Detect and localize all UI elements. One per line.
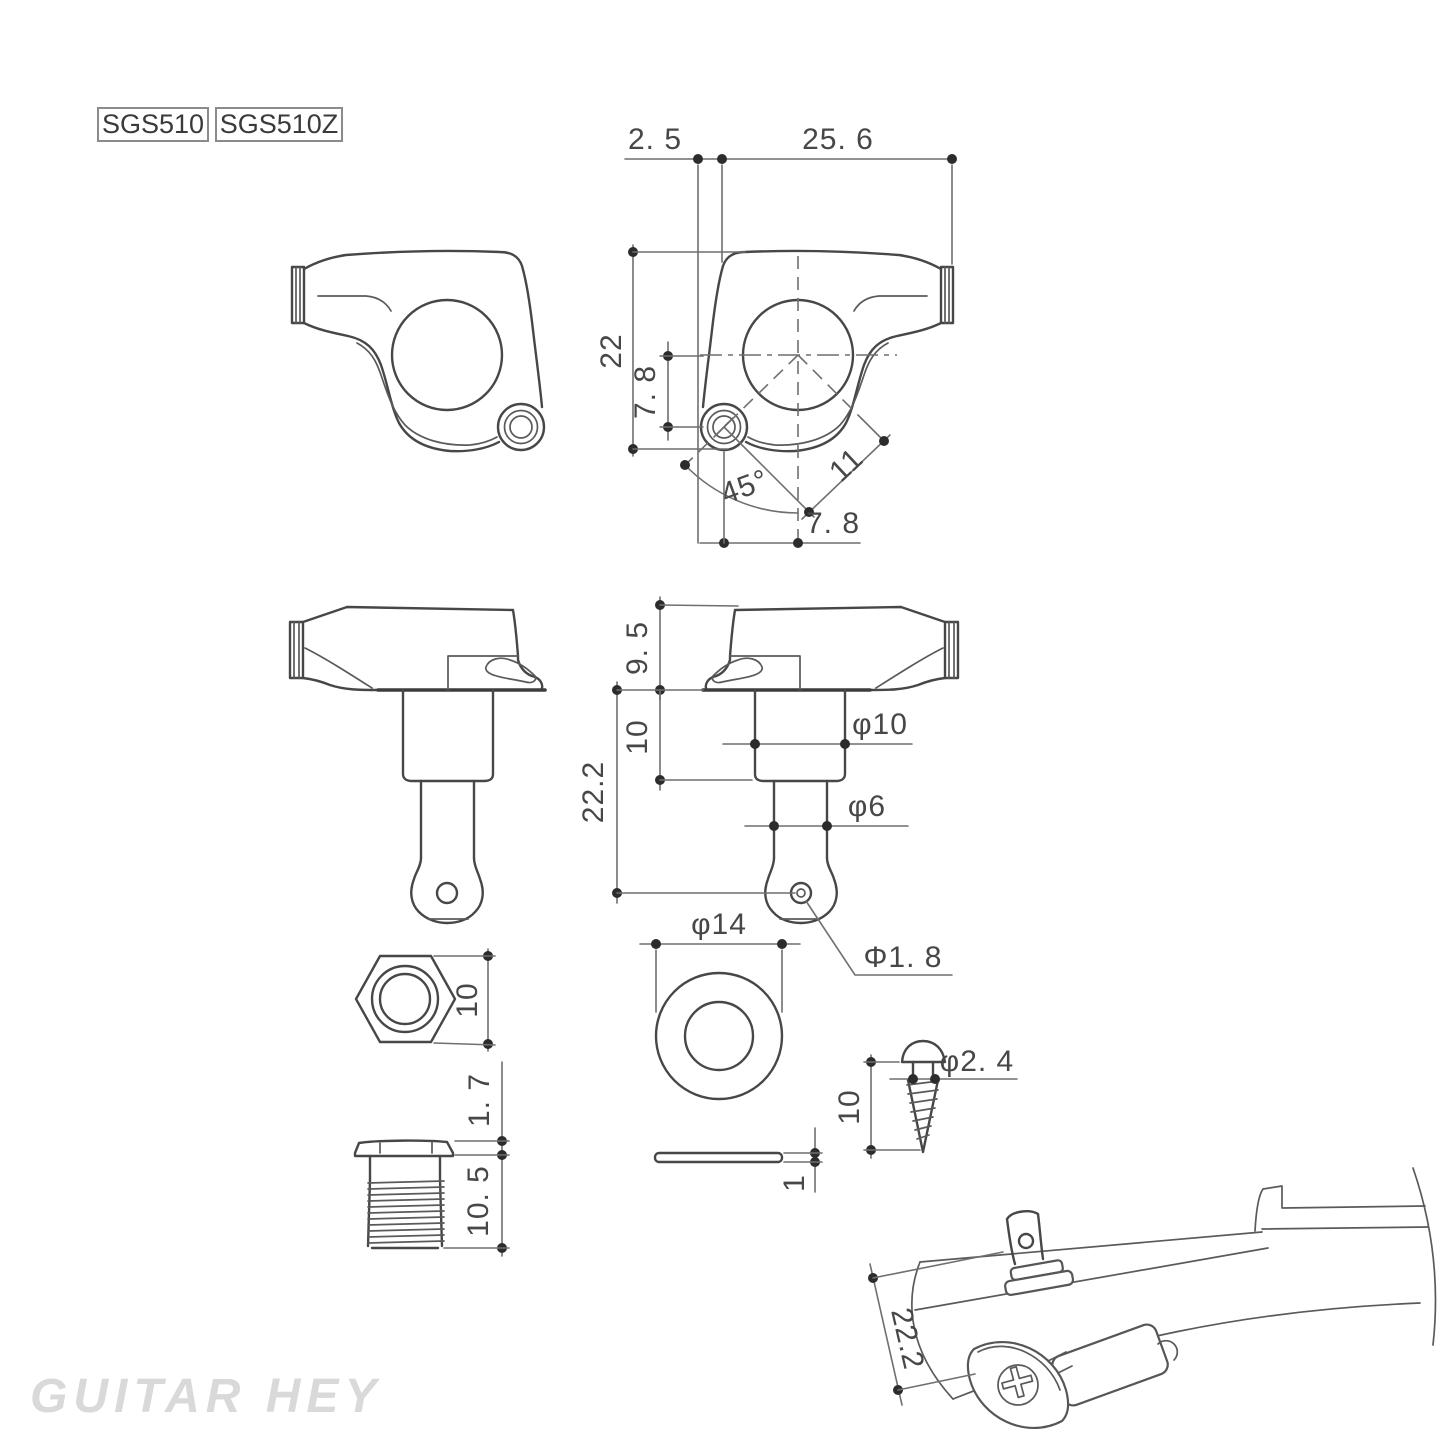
screw-view: 10 φ2. 4 xyxy=(833,1039,1018,1159)
dim-side-hole-v: 7. 8 xyxy=(629,365,662,419)
dim-screw-length: 10 xyxy=(833,1089,866,1124)
dim-front-collar: 10 xyxy=(621,719,654,754)
dim-front-cap: 9. 5 xyxy=(621,621,654,675)
dim-front-overall: 22.2 xyxy=(577,761,610,823)
tuning-button xyxy=(966,1340,1070,1430)
installed-view: 22.2 xyxy=(868,1167,1437,1430)
front-view-dimensions: 9. 5 10 22.2 φ10 φ6 Φ1. 8 xyxy=(577,596,953,976)
dim-side-hole-h: 7. 8 xyxy=(806,507,860,540)
dim-side-height: 22 xyxy=(595,333,628,368)
washer-top-view: φ14 xyxy=(639,908,801,1101)
hex-nut-view: 10 xyxy=(354,948,496,1052)
dim-side-width: 25. 6 xyxy=(802,123,874,156)
model-badges: SGS510 SGS510Z xyxy=(97,107,343,142)
dim-bushing-flange: 1. 7 xyxy=(463,1073,496,1127)
dim-front-hole-dia: Φ1. 8 xyxy=(864,941,943,974)
bushing-threads xyxy=(367,1180,445,1244)
dim-side-diagonal: 11 xyxy=(823,442,870,489)
dim-washer-dia: φ14 xyxy=(691,908,747,941)
model-primary-label: SGS510 xyxy=(102,109,204,139)
dim-side-offset: 2. 5 xyxy=(628,123,682,156)
model-variant-badge-box xyxy=(215,107,343,142)
dim-front-post-dia: φ10 xyxy=(852,708,908,741)
dim-front-shaft-dia: φ6 xyxy=(848,790,886,823)
screw-threads xyxy=(906,1080,940,1140)
side-view-right xyxy=(699,249,955,453)
dim-side-angle: 45° xyxy=(716,463,773,511)
dim-nut-width: 10 xyxy=(451,982,484,1017)
front-view-right xyxy=(701,605,960,925)
model-badge-box xyxy=(97,107,209,142)
model-variant-label: SGS510Z xyxy=(220,109,339,139)
dim-bushing-thread: 10. 5 xyxy=(462,1165,495,1237)
bushing-view: 1. 7 10. 5 xyxy=(353,1061,510,1257)
dim-installed-depth: 22.2 xyxy=(884,1305,930,1373)
phillips-screw-icon xyxy=(1001,1365,1034,1399)
dim-screw-dia: φ2. 4 xyxy=(940,1045,1015,1078)
watermark-text: GUITAR HEY xyxy=(30,1370,382,1423)
dim-washer-thickness: 1 xyxy=(778,1174,811,1192)
string-post xyxy=(1005,1210,1045,1266)
front-view-left xyxy=(288,605,547,925)
side-view-left xyxy=(290,249,546,453)
string-hole-inner xyxy=(796,888,806,898)
washer-side-view: 1 xyxy=(653,1127,823,1193)
